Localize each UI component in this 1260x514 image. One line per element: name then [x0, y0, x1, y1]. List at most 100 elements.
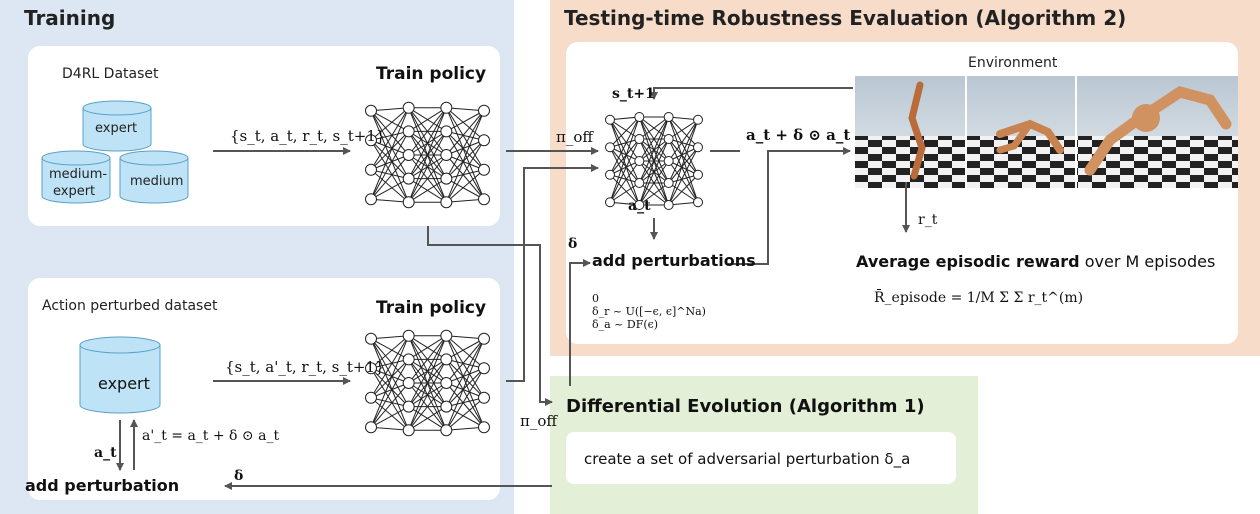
nn-node [663, 178, 674, 188]
nn-edge [445, 367, 485, 431]
training-title: Training [24, 6, 116, 30]
nn-node [478, 104, 490, 117]
nn-edge [446, 335, 485, 369]
nn-edge [370, 178, 409, 200]
nn-edge [445, 338, 485, 431]
nn-edge [638, 160, 670, 206]
environment-label: Environment [968, 55, 1058, 71]
nn-edge [668, 138, 699, 148]
nn-edge [370, 382, 410, 428]
nn-node [693, 142, 703, 153]
nn-edge [446, 397, 485, 431]
nn-edge [370, 359, 410, 428]
nn-node [663, 134, 674, 144]
nn-edge [446, 367, 485, 384]
nn-edge [370, 169, 409, 180]
nn-node [440, 196, 453, 209]
nn-edge [370, 397, 409, 408]
nn-edge [609, 174, 640, 206]
a-prime-eq: a'_t = a_t + δ ⊙ a_t [142, 428, 280, 444]
nn-edge [408, 107, 447, 132]
nn-edge [446, 426, 485, 431]
nn-node [478, 193, 490, 206]
nn-edge [668, 116, 699, 203]
nn-edge [446, 107, 485, 141]
nn-node [402, 353, 415, 366]
nn-edge [446, 154, 485, 171]
reward-formula: R̄_episode = 1/M Σ Σ r_t^(m) [874, 290, 1084, 306]
nn-edge [609, 116, 640, 203]
nn-node [440, 329, 453, 342]
delta-cases: 0 δ_r ~ U([−ϵ, ϵ]^Na) δ_a ~ DF(ϵ) [592, 292, 706, 331]
nn-edge [370, 107, 410, 171]
nn-edge [445, 110, 485, 156]
nn-edge [370, 335, 409, 340]
nn-edge [370, 107, 409, 112]
a-plus-label: a_t + δ ⊙ a_t [746, 126, 851, 144]
nn-edge [446, 169, 485, 180]
nn-node [478, 421, 490, 434]
nn-node [634, 134, 645, 144]
nn-node [478, 391, 490, 404]
nn-edge [445, 338, 485, 407]
nn-edge [445, 110, 485, 203]
nn-edge [668, 119, 699, 206]
nn-edge [370, 338, 410, 384]
nn-edge [668, 146, 699, 184]
nn-edge [445, 335, 485, 428]
nn-edge [446, 358, 485, 369]
nn-edge [609, 119, 640, 184]
nn-node [478, 332, 490, 345]
nn-edge [445, 139, 485, 179]
nn-edge [370, 154, 409, 171]
nn-edge [408, 335, 447, 360]
nn-edge [445, 107, 485, 171]
nn-node [365, 163, 377, 176]
nn-edge [370, 130, 409, 141]
nn-edge [609, 138, 640, 148]
add-perturbations: add perturbations [592, 251, 756, 270]
dataset-medium: medium- [49, 167, 108, 182]
arrows [116, 87, 910, 490]
cylinder-medium [119, 150, 189, 204]
nn-node [605, 142, 615, 153]
nn-edge [408, 359, 447, 431]
avg-reward-line: Average episodic reward over M episodes [856, 252, 1215, 271]
nn-node [402, 101, 415, 114]
cylinder-expert [82, 100, 152, 152]
nn-edge [609, 182, 640, 203]
nn-edge [609, 160, 640, 203]
nn-edge [370, 338, 409, 360]
nn-edge [609, 119, 640, 162]
nn-edge [668, 138, 699, 203]
delta-case-2: δ_a ~ DF(ϵ) [592, 318, 659, 331]
nn-edge [445, 359, 485, 399]
tuple-1: {s_t, a_t, r_t, s_t+1} [230, 127, 386, 145]
nn-edge [370, 367, 409, 384]
nn-edge [408, 154, 447, 203]
nn-edge [370, 131, 410, 200]
nn-edge [668, 119, 699, 162]
nn-edge [370, 110, 410, 156]
nn-node [402, 172, 415, 185]
nn-edge [408, 178, 447, 203]
nn-edge [445, 131, 485, 171]
nn-edge [445, 382, 485, 428]
nn-edge [446, 110, 485, 132]
nn-edge [370, 110, 409, 132]
a-t-label: a_t [94, 445, 117, 461]
cylinder-medium-expert [41, 150, 111, 204]
nn-node [365, 332, 377, 345]
nn-node [634, 156, 645, 166]
nn-node [440, 400, 453, 413]
s-next-label: s_t+1 [612, 86, 655, 102]
nn-edge [370, 335, 410, 399]
tuple-2: {s_t, a'_t, r_t, s_t+1} [225, 358, 385, 376]
train-policy-2: Train policy [376, 298, 487, 318]
nn-edge [609, 146, 640, 184]
dataset-medium-2: medium [130, 174, 184, 189]
nn-node [402, 377, 415, 389]
nn-edge [446, 178, 485, 200]
nn-edge [609, 138, 640, 203]
